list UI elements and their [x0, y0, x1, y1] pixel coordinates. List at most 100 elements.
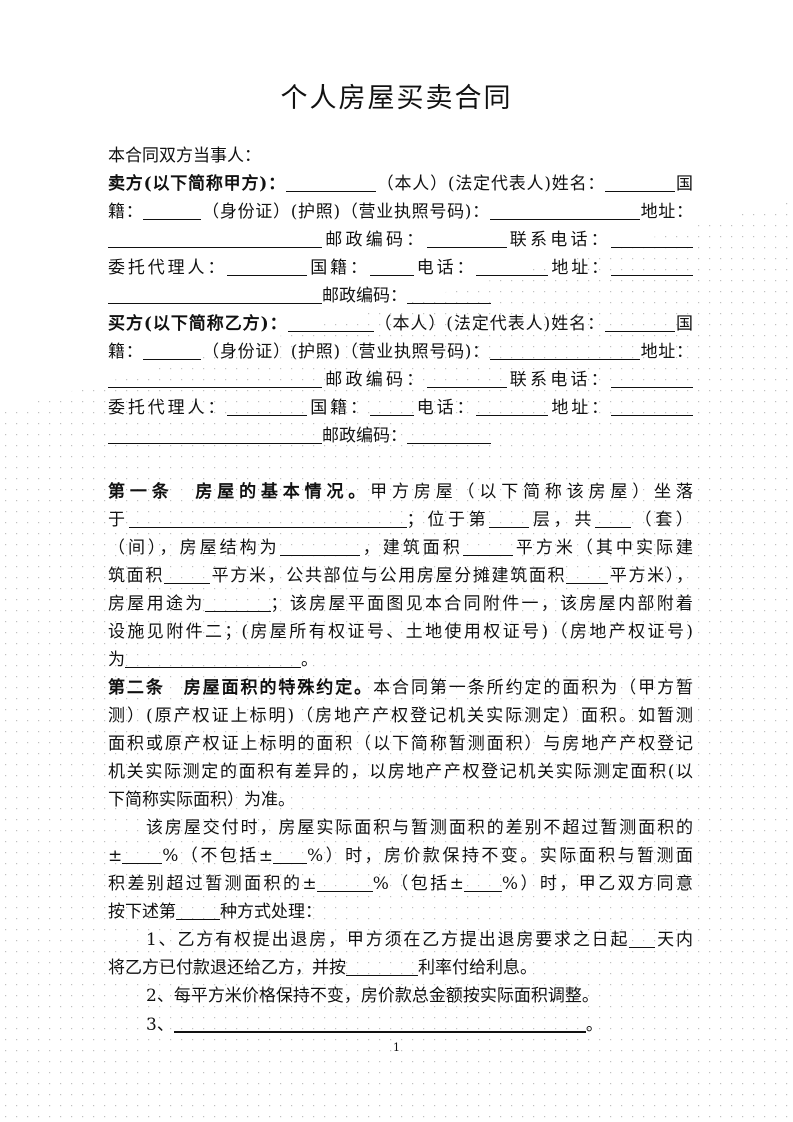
buyer-postcode-label: 邮政编码：	[322, 370, 427, 390]
buyer-line-3: 邮政编码：联系电话：	[108, 367, 693, 395]
seller-agent-label: 委托代理人：	[108, 258, 228, 278]
buyer-agent-addr-label: 地址：	[548, 398, 612, 418]
text: 层，共	[529, 510, 596, 530]
buyer-ji: 籍：	[108, 342, 144, 362]
blank	[489, 339, 640, 360]
blank	[462, 535, 513, 556]
buyer-address-label: 地址：	[639, 342, 694, 362]
article2-line-2: 测）(原产权证上标明)（房地产产权登记机关实际测定）面积。如暂测	[108, 703, 693, 731]
article1-text: 甲方房屋（以下简称该房屋）坐落	[370, 482, 694, 502]
buyer-label: 买方(以下简称乙方)：	[108, 314, 288, 334]
text: 2、每平方米价格保持不变，房价款总金额按实际面积调整。	[146, 986, 599, 1006]
article1-line-1: 第一条 房屋的基本情况。甲方房屋（以下简称该房屋）坐落	[108, 479, 693, 507]
blank	[407, 423, 491, 444]
text: 。	[585, 1015, 603, 1035]
blank	[227, 255, 308, 276]
buyer-name-label: （本人）(法定代表人)姓名：	[373, 314, 606, 334]
text: 积差别超过暂测面积的±	[108, 874, 317, 894]
blank	[605, 171, 676, 192]
seller-postcode-label: 邮政编码：	[322, 230, 427, 250]
buyer-agent-label: 委托代理人：	[108, 398, 228, 418]
text: 平方米，公共部位与公用房屋分摊建筑面积	[209, 566, 567, 586]
article2-line-4: 机关实际测定的面积有差异的，以房地产产权登记机关实际测定面积(以	[108, 759, 693, 787]
seller-label: 卖方(以下简称甲方)：	[108, 174, 286, 194]
blank	[595, 507, 632, 528]
seller-line-4: 委托代理人：国籍：电话：地址：	[108, 255, 694, 283]
buyer-id-label: （身份证）(护照)（营业执照号码)：	[201, 342, 490, 362]
article2-para2-line-3: 积差别超过暂测面积的±%（包括±%）时，甲乙双方同意	[108, 871, 693, 899]
seller-postcode2-label: 邮政编码：	[322, 286, 407, 306]
article2-line-3: 面积或原产权证上标明的面积（以下简称暂测面积）与房地产产权登记	[108, 731, 693, 759]
blank	[611, 255, 694, 276]
blank	[143, 199, 202, 220]
text: 。	[301, 650, 318, 670]
blank	[316, 871, 373, 892]
text: 下简称实际面积）为准。	[108, 790, 295, 810]
seller-guo: 国	[675, 174, 694, 194]
buyer-agent-phone-label: 电话：	[413, 398, 477, 418]
text: ；该房屋平面图见本合同附件一，该房屋内部附着	[270, 594, 694, 614]
article2-para2-line-4: 按下述第种方式处理：	[108, 899, 693, 927]
text: 机关实际测定的面积有差异的，以房地产产权登记机关实际测定面积(以	[108, 762, 693, 782]
text: ，建筑面积	[359, 538, 463, 558]
text: 利率付给利息。	[418, 958, 537, 978]
blank	[287, 311, 374, 332]
blank	[426, 227, 507, 248]
text: （间），房屋结构为	[108, 538, 280, 558]
blank	[227, 395, 308, 416]
text: 面积或原产权证上标明的面积（以下简称暂测面积）与房地产产权登记	[108, 734, 693, 754]
text: ±	[108, 846, 123, 866]
blank	[272, 843, 307, 864]
text: 于	[108, 510, 129, 530]
buyer-line-2: 籍： （身份证）(护照)（营业执照号码)： 地址：	[108, 339, 693, 367]
blank	[476, 255, 549, 276]
buyer-guo: 国	[675, 314, 694, 334]
blank	[176, 899, 220, 920]
option1-line-1: 1、乙方有权提出退房，甲方须在乙方提出退房要求之日起 天内	[146, 927, 693, 955]
text: 设施见附件二；(房屋所有权证号、土地使用权证号)（房地产权证号)	[108, 622, 693, 642]
blank	[476, 395, 549, 416]
blank	[285, 171, 376, 192]
text: 平方米（其中实际建	[512, 538, 693, 558]
text: 测）(原产权证上标明)（房地产产权登记机关实际测定）面积。如暂测	[108, 706, 693, 726]
text: %）时，房价款保持不变。实际面积与暂测面	[306, 846, 693, 866]
article1-heading: 第一条 房屋的基本情况。	[108, 482, 371, 502]
seller-address-label: 地址：	[639, 202, 694, 222]
blank	[369, 255, 414, 276]
text: 天内	[655, 930, 693, 950]
article2-line-5: 下简称实际面积）为准。	[108, 787, 693, 815]
page-title: 个人房屋买卖合同	[280, 83, 513, 114]
article1-line-2: 于；位于第层，共（套）	[108, 507, 693, 535]
blank	[204, 591, 271, 612]
blank	[426, 367, 507, 388]
article1-line-7: 为。	[108, 647, 693, 675]
blank	[629, 927, 656, 948]
blank	[108, 367, 322, 388]
blank	[143, 339, 202, 360]
article1-line-3: （间），房屋结构为 ，建筑面积 平方米（其中实际建	[108, 535, 693, 563]
text: %（包括±	[372, 874, 464, 894]
article2-para2-line-1: 该房屋交付时，房屋实际面积与暂测面积的差别不超过暂测面积的	[146, 815, 693, 843]
text: （套）	[631, 510, 694, 530]
text: 3、	[146, 1015, 174, 1035]
seller-line-1: 卖方(以下简称甲方)：（本人）(法定代表人)姓名：国	[108, 171, 693, 199]
article1-line-5: 房屋用途为；该房屋平面图见本合同附件一，该房屋内部附着	[108, 591, 693, 619]
article2-heading: 第二条 房屋面积的特殊约定。	[108, 678, 374, 698]
blank	[173, 1011, 586, 1033]
blank	[346, 955, 418, 976]
text: 本合同第一条所约定的面积为（甲方暂	[373, 678, 694, 698]
blank	[108, 283, 322, 304]
blank	[566, 563, 609, 584]
seller-ji: 籍：	[108, 202, 144, 222]
blank	[611, 367, 693, 388]
buyer-line-5: 邮政编码：	[108, 423, 693, 451]
text: 1、乙方有权提出退房，甲方须在乙方提出退房要求之日起	[146, 930, 630, 950]
blank	[279, 535, 360, 556]
text: 将乙方已付款退还给乙方，并按	[108, 958, 346, 978]
blank	[489, 199, 640, 220]
page-number: 1	[393, 1041, 400, 1054]
blank	[108, 227, 322, 248]
blank	[108, 423, 322, 444]
seller-agent-addr-label: 地址：	[548, 258, 612, 278]
